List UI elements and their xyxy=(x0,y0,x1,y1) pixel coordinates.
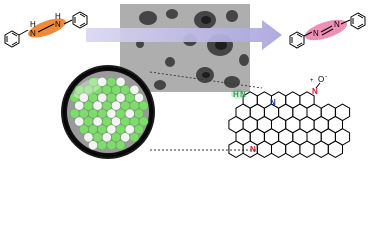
graphene-ring xyxy=(271,140,287,158)
nanoparticle-atom xyxy=(134,92,144,103)
oxide-charge-label: + xyxy=(310,78,314,84)
nanoparticle-atom xyxy=(106,124,117,135)
graphene-ring xyxy=(228,140,244,158)
n-oxide-bond xyxy=(315,82,321,89)
nanoparticle-atom xyxy=(111,85,121,95)
graphitic-n-label: N xyxy=(270,98,276,107)
nanoparticle-atom xyxy=(106,108,117,119)
nanoparticle-atom xyxy=(120,116,130,127)
nanoparticle-atom xyxy=(138,116,149,127)
nanoparticle-atom xyxy=(83,132,94,143)
azobenzene-molecule xyxy=(289,12,366,49)
scheme-canvas: H N N H N N H N N N + O - xyxy=(4,4,366,159)
tem-image xyxy=(120,4,250,92)
nanoparticle-atom xyxy=(74,100,84,111)
nanoparticle-atom xyxy=(102,85,112,95)
nanoparticle-atom xyxy=(69,108,80,119)
graphene-ring xyxy=(256,140,272,158)
oxide-o-label: O xyxy=(318,75,324,84)
nanoparticle-atom xyxy=(106,92,117,103)
nanoparticle-atom xyxy=(92,100,103,111)
nanoparticle-atom xyxy=(134,124,144,135)
nanoparticle-atom xyxy=(125,92,135,103)
graphene-ring xyxy=(299,140,315,158)
hydrazo-h-left: H xyxy=(30,20,36,29)
nanoparticle-atom xyxy=(111,100,121,111)
nanoparticle-atom xyxy=(120,85,130,95)
nanoparticle-atom xyxy=(102,116,112,127)
nanoparticle-cluster xyxy=(61,65,155,159)
hydrazo-h-right: H xyxy=(55,12,61,21)
graphene-ring xyxy=(313,140,329,158)
nanoparticle-atom xyxy=(88,124,98,135)
pyridinic-n-label: N xyxy=(250,145,256,154)
nanoparticle-atom xyxy=(111,116,121,127)
nanoparticle-atom xyxy=(106,140,117,150)
pyrrolic-n-label: N xyxy=(240,90,246,99)
n-doped-graphene xyxy=(228,82,351,158)
nanoparticle-atom xyxy=(125,108,135,119)
graphene-ring xyxy=(285,140,301,158)
nanoparticle-atom xyxy=(92,116,103,127)
hydrazo-n-left: N xyxy=(30,29,36,38)
nanoparticle-atom xyxy=(79,108,89,119)
nanoparticle-atom xyxy=(129,85,140,95)
reaction-arrow xyxy=(86,20,282,50)
nanoparticle-atom xyxy=(138,100,149,111)
nanoparticle-atom xyxy=(88,108,98,119)
azo-n-left: N xyxy=(313,29,319,38)
hydrazobenzene-molecule xyxy=(4,11,88,48)
pyrrolic-highlight xyxy=(231,89,245,99)
nanoparticle-atom xyxy=(83,100,94,111)
product-highlight xyxy=(304,19,348,41)
pyrrolic-h-label: H xyxy=(233,90,239,99)
nanoparticle-atom xyxy=(129,132,140,143)
nanoparticle-atom xyxy=(102,100,112,111)
zoom-connector-lines xyxy=(149,71,263,151)
nanoparticle-atom xyxy=(97,124,107,135)
nanoparticle-atom xyxy=(97,140,107,150)
oxide-n-label: N xyxy=(312,87,318,96)
oxide-o-charge-label: - xyxy=(325,74,327,80)
azo-n-right: N xyxy=(334,20,340,29)
nanoparticle-atom xyxy=(115,124,126,135)
nanoparticle-atom xyxy=(115,140,126,150)
nanoparticle-atom xyxy=(106,77,117,87)
nanoparticle-atom xyxy=(120,100,130,111)
nanoparticle-atom xyxy=(102,132,112,143)
nanoparticle-atom xyxy=(111,132,121,143)
nanoparticle-atom xyxy=(74,116,84,127)
nanoparticle-atom xyxy=(120,132,130,143)
nanoparticle-atom xyxy=(97,108,107,119)
nanoparticle-atom xyxy=(83,116,94,127)
nanoparticle-atom xyxy=(88,140,98,150)
reaction-scheme: H N N H N N H N N N + O - xyxy=(4,4,366,159)
nanoparticle-atom xyxy=(129,116,140,127)
nanoparticle-atom xyxy=(115,77,126,87)
nanoparticle-atom xyxy=(79,124,89,135)
nanoparticle-atom xyxy=(134,108,144,119)
hydrazo-n-right: N xyxy=(55,20,61,29)
nanoparticle-atom xyxy=(115,92,126,103)
nanoparticle-atom xyxy=(92,132,103,143)
nanoparticle-atom xyxy=(129,100,140,111)
nanoparticle-atom xyxy=(115,108,126,119)
nanoparticle-atom xyxy=(125,124,135,135)
graphene-ring xyxy=(327,140,343,158)
nanoparticle-atom xyxy=(97,92,107,103)
